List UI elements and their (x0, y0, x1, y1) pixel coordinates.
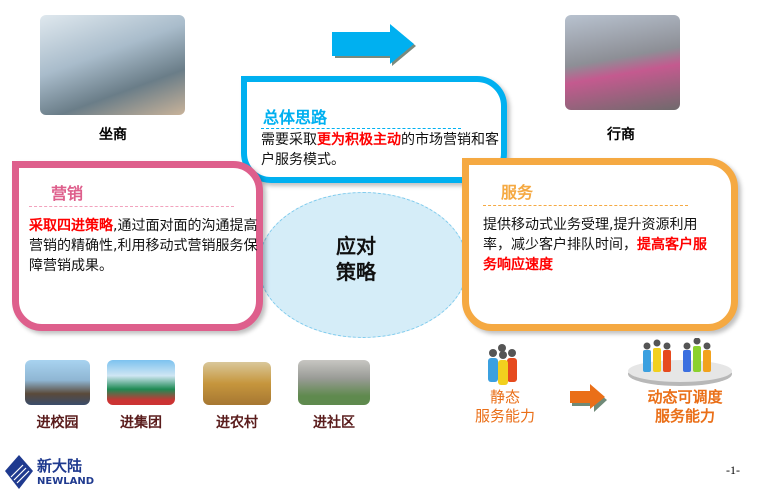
photo-counter-service (40, 15, 185, 115)
static-capability: 静态 服务能力 (460, 388, 550, 426)
label-campus: 进校园 (36, 415, 79, 431)
text-suffix: 的市场营销和客户服务模式。 (261, 132, 499, 168)
dynamic-line1: 动态可调度 (647, 388, 723, 406)
static-line1: 静态 (489, 388, 520, 406)
center-line2: 策略 (336, 260, 376, 284)
photo-community (298, 360, 370, 405)
marketing-text: 采取四进策略,通过面对面的沟通提高营销的精确性,利用移动式营销服务保障营销成果。 (29, 216, 261, 276)
marketing-box: 营销 采取四进策略,通过面对面的沟通提高营销的精确性,利用移动式营销服务保障营销… (12, 161, 263, 331)
label-enterprise: 进集团 (120, 415, 162, 431)
logo-en: NEWLAND (37, 476, 95, 487)
overall-strategy-text: 需要采取更为积极主动的市场营销和客户服务模式。 (261, 130, 501, 170)
service-title: 服务 (501, 183, 534, 202)
photo-enterprise (107, 360, 175, 405)
label-xingshang: 行商 (607, 127, 635, 143)
marketing-title: 营销 (51, 184, 84, 203)
label-community: 进社区 (313, 415, 355, 431)
service-box: 服务 提供移动式业务受理,提升资源利用率，减少客户排队时间，提高客户服务响应速度 (462, 158, 738, 331)
label-village: 进农村 (216, 415, 258, 431)
service-text: 提供移动式业务受理,提升资源利用率，减少客户排队时间，提高客户服务响应速度 (483, 215, 713, 275)
page-number: -1- (726, 463, 740, 477)
dynamic-line2: 服务能力 (654, 407, 715, 425)
text-prefix: 需要采取 (261, 132, 317, 148)
center-label: 应对 策略 (330, 233, 382, 285)
newland-logo: 新大陆 NEWLAND (5, 455, 100, 491)
static-line2: 服务能力 (474, 407, 535, 425)
right-arrow-icon (332, 24, 416, 66)
strategy-ellipse (258, 192, 468, 338)
text-rest: 提供移动式业务受理,提升资源利用率，减少客户排队时间， (483, 217, 698, 253)
right-arrow-icon (570, 384, 607, 412)
overall-strategy-title: 总体思路 (263, 108, 328, 127)
text-highlight: 采取四进策略 (29, 218, 113, 234)
photo-campus (25, 360, 90, 405)
photo-mobile-mascot (565, 15, 680, 110)
text-highlight: 更为积极主动 (317, 132, 401, 148)
dynamic-capability: 动态可调度 服务能力 (630, 388, 740, 426)
center-line1: 应对 (336, 234, 376, 258)
dynamic-team-icon (628, 338, 732, 386)
divider (261, 128, 461, 129)
photo-village (203, 362, 271, 405)
text-rest: ,通过面对面的沟通提高营销的精确性,利用移动式营销服务保障营销成果。 (29, 218, 258, 274)
overall-strategy-box: 总体思路 需要采取更为积极主动的市场营销和客户服务模式。 (241, 76, 507, 183)
people-group-icon (488, 344, 517, 385)
divider (483, 205, 688, 206)
logo-cn: 新大陆 (37, 457, 83, 475)
logo-diamond-icon (5, 455, 33, 489)
text-highlight: 提高客户服务响应速度 (483, 237, 707, 273)
divider (29, 206, 234, 207)
label-zuoshang: 坐商 (99, 127, 127, 143)
